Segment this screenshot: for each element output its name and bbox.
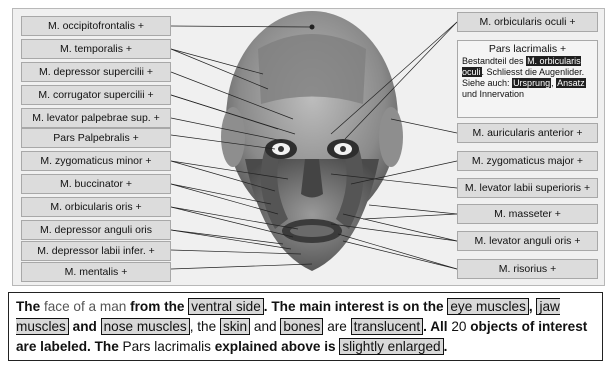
label-temporalis[interactable]: M. temporalis + [21,39,171,59]
caption-link-enlarged[interactable]: slightly enlarged [339,338,443,355]
caption-link-nose-muscles[interactable]: nose muscles [101,318,190,335]
pars-text-1: Bestandteil des [462,56,524,66]
caption-link-eye-muscles[interactable]: eye muscles [447,298,529,315]
3d-viewer[interactable]: M. occipitofrontalis + M. temporalis + M… [12,8,605,286]
label-levator-anguli-oris[interactable]: M. levator anguli oris + [457,231,598,251]
caption-text: and [73,319,97,334]
caption-text: The [16,299,40,314]
link-ursprung[interactable]: Ursprung [512,78,551,88]
caption-link-bones[interactable]: bones [280,318,323,335]
label-occipitofrontalis[interactable]: M. occipitofrontalis + [21,16,171,36]
label-risorius[interactable]: M. risorius + [457,259,598,279]
pars-lacrimalis-info: Pars lacrimalis + Bestandteil des M. orb… [457,40,598,118]
head-render [221,11,403,271]
caption-text: are [327,319,347,334]
label-depressor-supercilii[interactable]: M. depressor supercilii + [21,62,171,82]
label-auricularis-anterior[interactable]: M. auricularis anterior + [457,123,598,143]
caption-count: 20 [451,319,466,334]
label-levator-palpebrae[interactable]: M. levator palpebrae sup. + [21,108,171,128]
caption-text: . The main interest is on the [264,299,444,314]
link-ansatz[interactable]: Ansatz [556,78,586,88]
label-orbicularis-oris[interactable]: M. orbicularis oris + [21,197,171,217]
caption-link-skin[interactable]: skin [220,318,250,335]
caption: The face of a man from the ventral side.… [8,292,603,361]
caption-text: from the [130,299,184,314]
label-orbicularis-oculi[interactable]: M. orbicularis oculi + [457,12,598,32]
label-masseter[interactable]: M. masseter + [457,204,598,224]
label-mentalis[interactable]: M. mentalis + [21,262,171,282]
caption-text: Pars lacrimalis [123,339,211,354]
pars-lacrimalis-title[interactable]: Pars lacrimalis + [462,44,593,55]
label-zygomaticus-major[interactable]: M. zygomaticus major + [457,151,598,171]
label-pars-palpebralis[interactable]: Pars Palpebralis + [21,128,171,148]
label-zygomaticus-minor[interactable]: M. zygomaticus minor + [21,151,171,171]
caption-text: , the [190,319,216,334]
pars-sep: , [551,78,554,88]
caption-text: explained above is [215,339,336,354]
pars-text-3: und Innervation [462,89,524,99]
caption-link-ventral[interactable]: ventral side [188,298,264,315]
caption-text: . All [423,319,447,334]
caption-text: . [444,339,448,354]
label-depressor-labii[interactable]: M. depressor labii infer. + [21,241,171,261]
caption-text: , [529,299,533,314]
label-corrugator-supercilii[interactable]: M. corrugator supercilii + [21,85,171,105]
caption-text: face of a man [44,299,126,314]
label-buccinator[interactable]: M. buccinator + [21,174,171,194]
label-depressor-anguli-oris[interactable]: M. depressor anguli oris [21,220,171,240]
caption-text: and [254,319,277,334]
caption-link-translucent[interactable]: translucent [351,318,424,335]
label-levator-labii-sup[interactable]: M. levator labii superioris + [457,178,598,198]
